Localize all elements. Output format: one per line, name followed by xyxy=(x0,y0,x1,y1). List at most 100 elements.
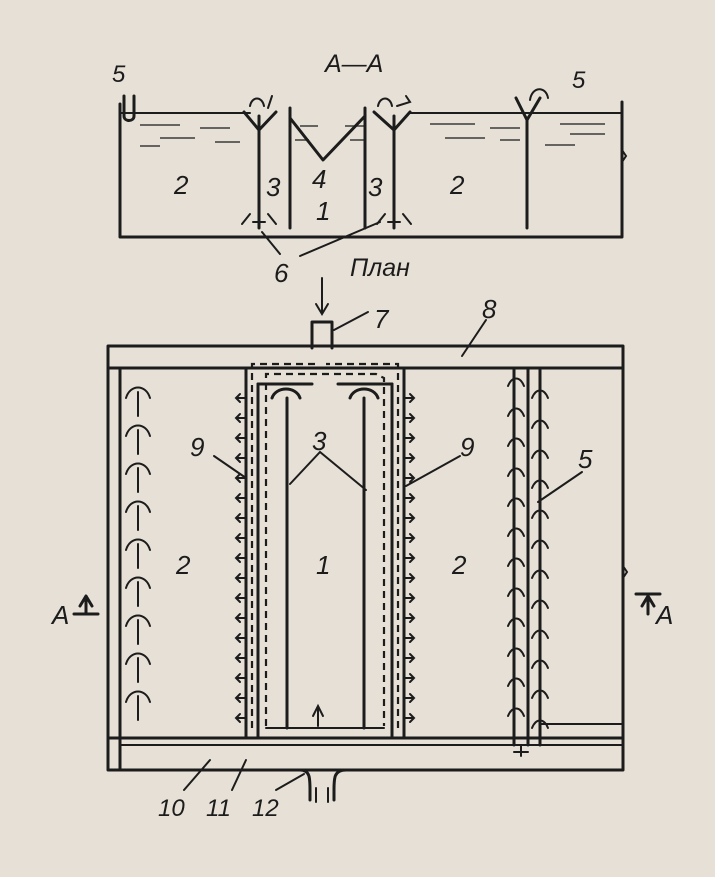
tray-arc xyxy=(507,407,525,417)
outlet-tick-right xyxy=(403,673,416,683)
leader-9-right xyxy=(405,455,461,487)
section-leader-6 xyxy=(261,221,381,257)
left-wall-arc xyxy=(125,614,151,627)
label-4: 4 xyxy=(312,164,326,194)
plan-title: План xyxy=(350,254,410,282)
inlet-pipe-7 xyxy=(310,277,369,350)
tray-arc xyxy=(507,467,525,477)
tray-arc xyxy=(531,539,549,549)
outlet-tick-right xyxy=(403,473,416,483)
tray-arc xyxy=(531,389,549,399)
label-2-plan-left: 2 xyxy=(175,550,191,580)
outlet-tick-left xyxy=(234,633,247,643)
leader-11 xyxy=(231,759,247,791)
outlet-tick-right xyxy=(403,433,416,443)
plan-tank-outline xyxy=(106,344,625,772)
section-collection-tray-right xyxy=(514,96,542,122)
section-break-mark xyxy=(621,149,628,163)
outlet-tick-left xyxy=(234,493,247,503)
label-3-left: 3 xyxy=(266,172,281,202)
outlet-tick-right xyxy=(403,453,416,463)
label-5-right: 5 xyxy=(572,67,586,94)
leader-12 xyxy=(275,773,305,791)
central-up-arrow xyxy=(312,703,324,727)
label-1-plan: 1 xyxy=(316,550,330,580)
outlet-tick-right xyxy=(403,393,416,403)
tray-arc xyxy=(531,569,549,579)
outlet-tick-right xyxy=(403,693,416,703)
outlet-tick-left xyxy=(234,673,247,683)
outlet-tick-left xyxy=(234,573,247,583)
marker-a-left: А xyxy=(50,600,69,630)
left-wall-arc xyxy=(125,538,151,551)
section-tank-outline xyxy=(118,100,624,239)
label-11: 11 xyxy=(206,795,231,822)
tray-arc xyxy=(531,659,549,669)
outlet-tick-left xyxy=(234,553,247,563)
outlet-tick-right xyxy=(403,593,416,603)
outlet-tick-right xyxy=(403,533,416,543)
outlet-tick-left xyxy=(234,413,247,423)
outlet-tick-left xyxy=(234,513,247,523)
section-flow-arrows xyxy=(249,88,549,109)
outlet-tick-left xyxy=(234,653,247,663)
plan-break-mark xyxy=(622,565,629,579)
outlet-tick-left xyxy=(234,473,247,483)
label-5-plan: 5 xyxy=(578,444,593,474)
tray-arc xyxy=(507,707,525,717)
outlet-tick-right xyxy=(403,613,416,623)
leader-10 xyxy=(183,759,211,791)
label-1: 1 xyxy=(316,196,330,226)
outlet-tick-right xyxy=(403,633,416,643)
outlet-tick-left xyxy=(234,393,247,403)
section-walls xyxy=(257,106,529,230)
section-gutter-right xyxy=(372,110,412,132)
tray-arc xyxy=(531,719,549,729)
tray-arc xyxy=(531,419,549,429)
right-collection-tray-5 xyxy=(512,366,542,757)
outlet-pipe-12 xyxy=(284,768,356,803)
left-wall-arc xyxy=(125,652,151,665)
outlet-tick-right xyxy=(403,513,416,523)
label-10: 10 xyxy=(158,795,185,822)
outlet-tick-right xyxy=(403,573,416,583)
section-title: А—А xyxy=(323,50,383,78)
label-5-left: 5 xyxy=(112,61,126,88)
tray-arc xyxy=(531,629,549,639)
left-wall-arc xyxy=(125,462,151,475)
outlet-tick-left xyxy=(234,593,247,603)
left-wall-arc xyxy=(125,500,151,513)
section-water-ripples xyxy=(140,123,605,147)
tray-arc xyxy=(507,557,525,567)
tray-arc xyxy=(507,497,525,507)
tray-arc xyxy=(531,479,549,489)
plan-view: План xyxy=(50,254,673,822)
section-marker-left xyxy=(72,594,100,616)
section-collection-tray-left xyxy=(122,94,136,122)
flow-arrow-marks xyxy=(125,377,549,729)
section-gutter-left xyxy=(242,110,278,132)
tray-arc xyxy=(531,509,549,519)
marker-a-right: А xyxy=(654,600,673,630)
outlet-tick-right xyxy=(403,713,416,723)
tray-arc xyxy=(507,377,525,387)
outlet-tick-right xyxy=(403,653,416,663)
outlet-tick-right xyxy=(403,493,416,503)
section-marker-right xyxy=(634,592,662,616)
leader-8 xyxy=(461,319,487,357)
label-8: 8 xyxy=(482,294,497,324)
outlet-tick-left xyxy=(234,693,247,703)
left-wall-arc xyxy=(125,576,151,589)
label-6: 6 xyxy=(274,258,289,288)
outlet-tick-left xyxy=(234,533,247,543)
label-2-right: 2 xyxy=(449,170,465,200)
label-12: 12 xyxy=(252,795,279,822)
outlet-tick-left xyxy=(234,613,247,623)
central-compartment-walls xyxy=(244,366,406,740)
tray-arc xyxy=(531,599,549,609)
leader-9-left xyxy=(213,455,247,479)
section-a-a: А—А 5 5 2 3 4 1 3 2 6 xyxy=(112,50,628,288)
outlet-tick-left xyxy=(234,453,247,463)
